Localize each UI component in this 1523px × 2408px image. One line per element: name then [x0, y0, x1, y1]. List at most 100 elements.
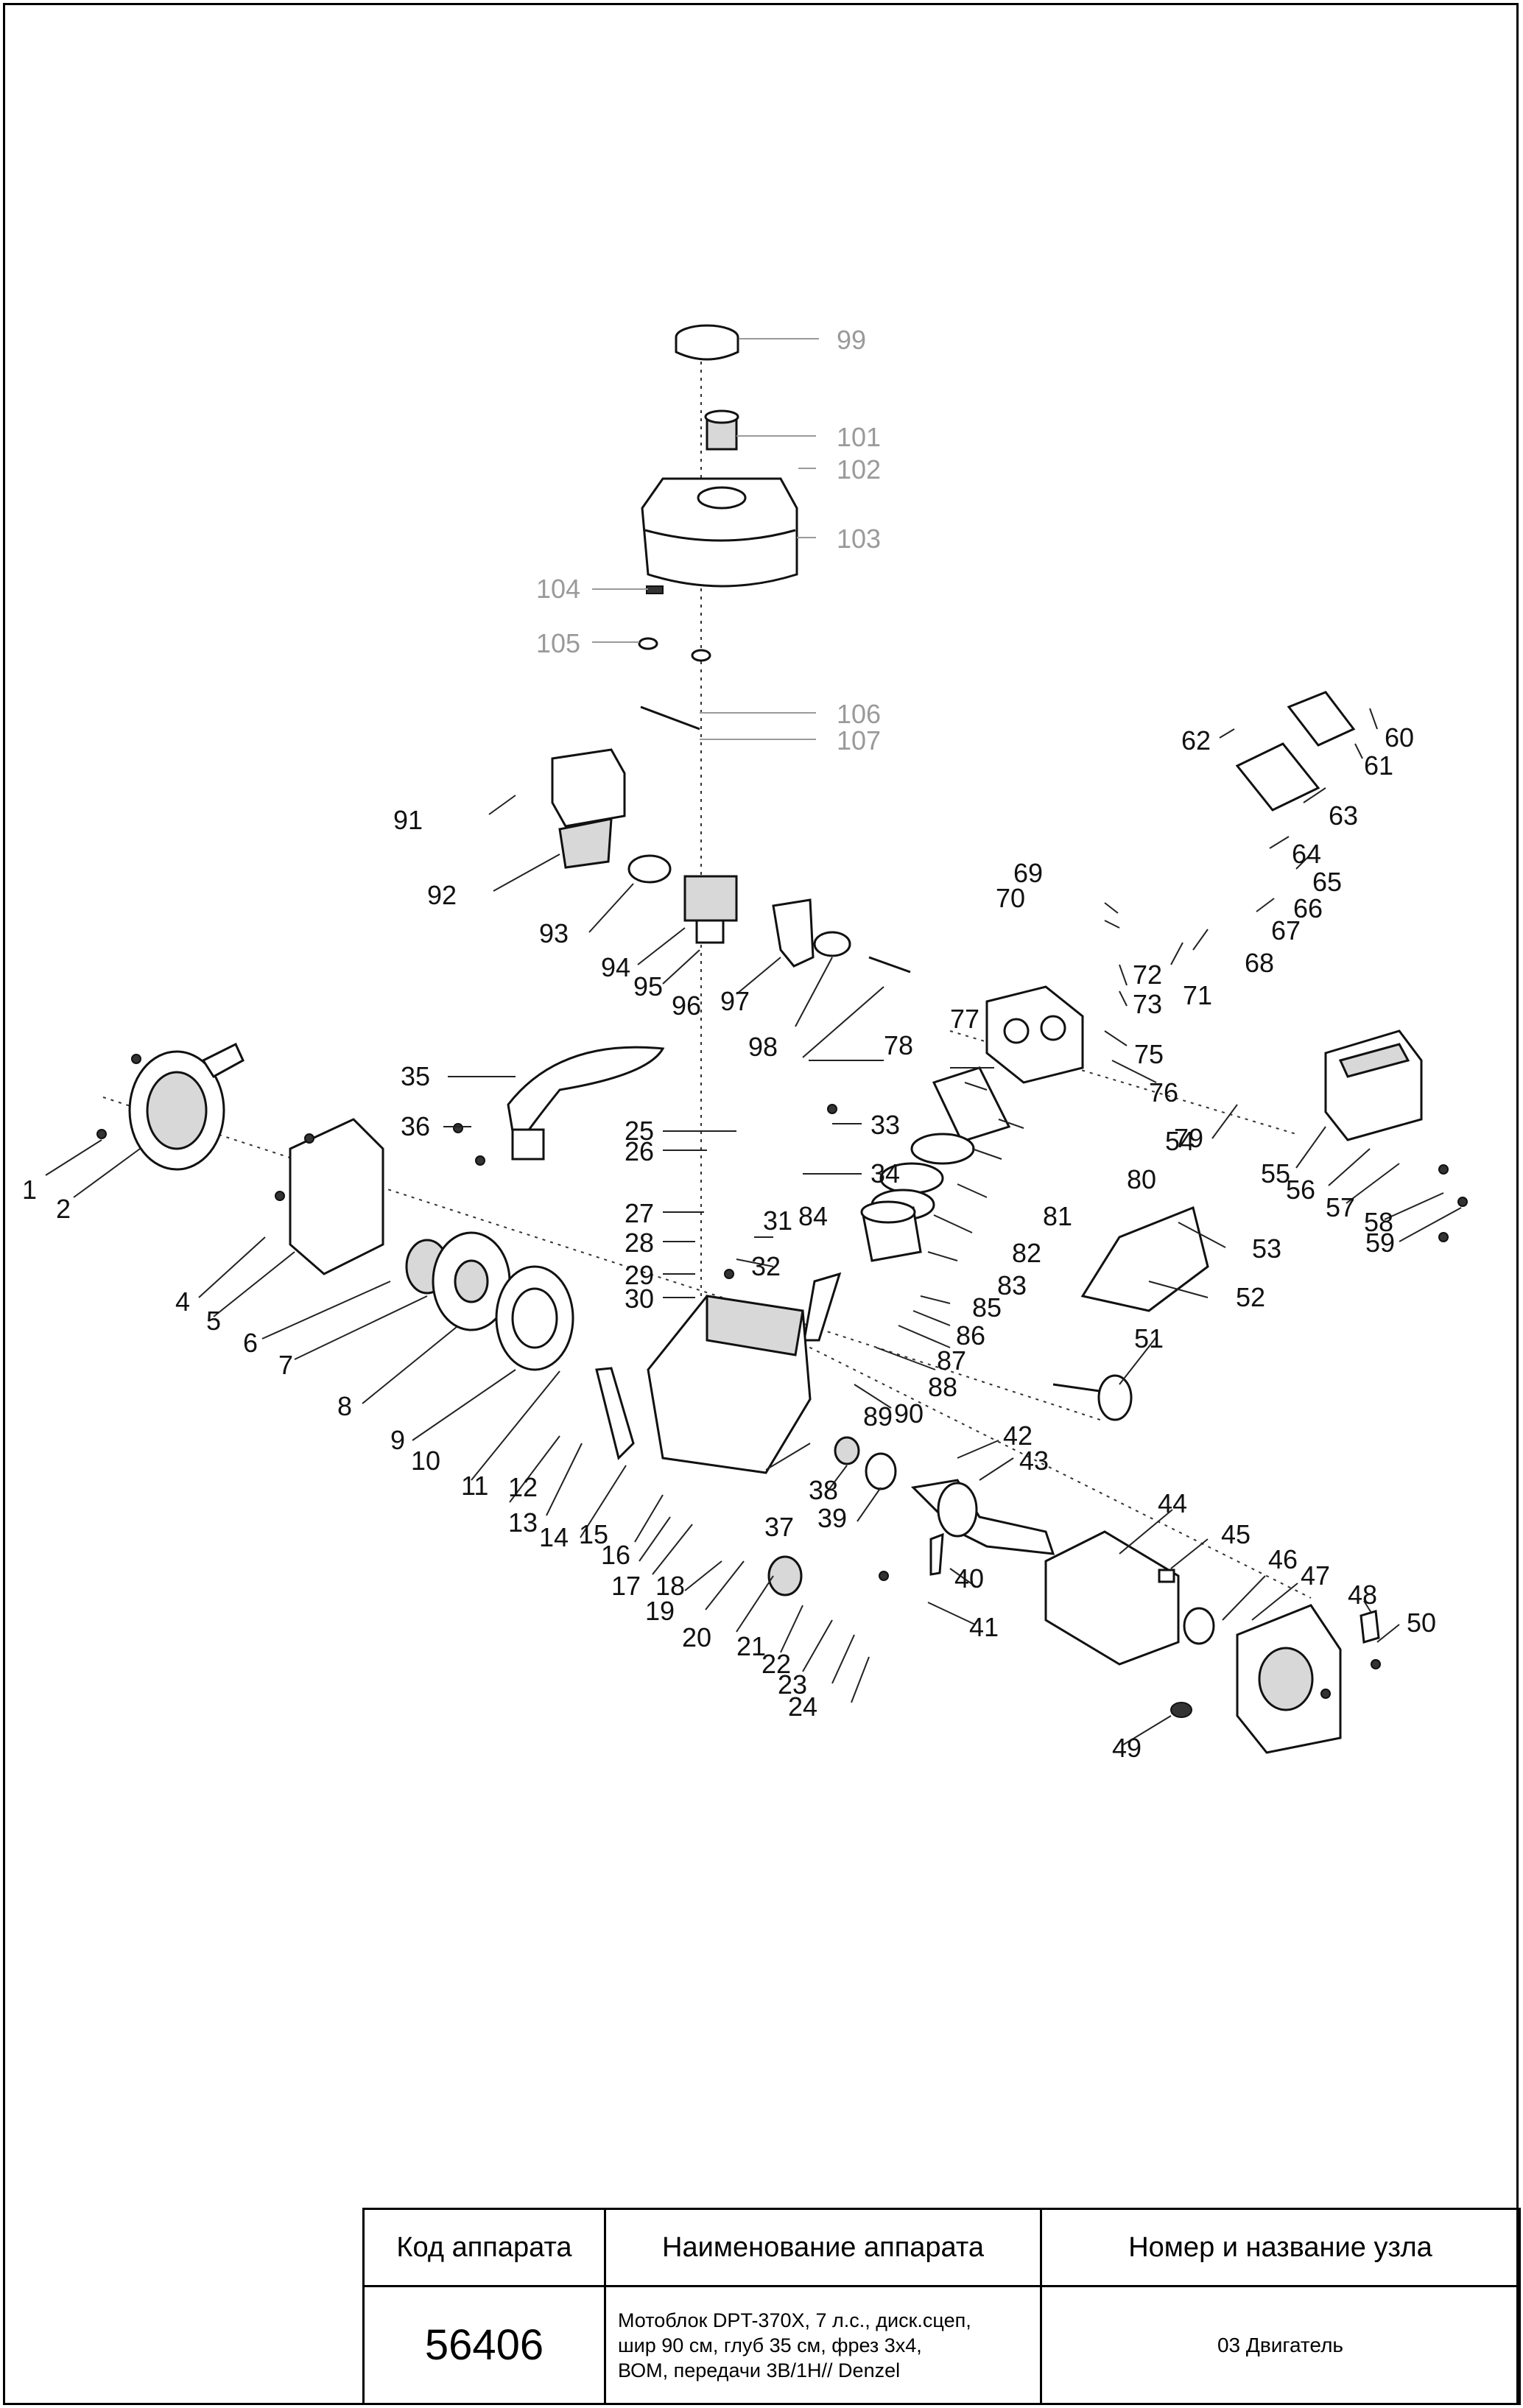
- callout: 88: [928, 1372, 957, 1402]
- callout: 85: [972, 1292, 1002, 1323]
- header-unit-label: Номер и название узла: [1040, 2208, 1521, 2287]
- callout: 101: [837, 422, 881, 452]
- connecting-rod-part: [803, 1272, 842, 1342]
- callout: 79: [1174, 1123, 1203, 1153]
- callout: 46: [1268, 1544, 1298, 1574]
- callout: 42: [1003, 1420, 1033, 1451]
- callout: 37: [764, 1512, 794, 1542]
- callout: 73: [1133, 989, 1162, 1019]
- callout: 24: [788, 1691, 817, 1722]
- callout: 8: [337, 1391, 352, 1421]
- callout: 43: [1019, 1446, 1049, 1476]
- apparatus-description: Мотоблок DPT-370X, 7 л.с., диск.сцеп, ши…: [604, 2285, 1042, 2405]
- callout: 60: [1385, 722, 1414, 753]
- callout: 31: [763, 1205, 792, 1236]
- callout: 12: [508, 1472, 538, 1502]
- callout: 44: [1158, 1488, 1187, 1518]
- oil-dipstick-part: [1360, 1610, 1380, 1644]
- callout: 106: [837, 699, 881, 729]
- fan-cover-part: [289, 1118, 384, 1275]
- callout: 92: [427, 880, 457, 910]
- leader-lines: [45, 338, 1462, 1746]
- callout: 90: [894, 1398, 924, 1429]
- callout: 95: [633, 971, 663, 1001]
- callout: 78: [884, 1030, 913, 1060]
- hardware-fasteners: [96, 1054, 1468, 1699]
- callout: 16: [601, 1540, 630, 1570]
- callout: 76: [1149, 1077, 1178, 1108]
- tank-rod-part: [640, 705, 700, 731]
- callout: 81: [1043, 1201, 1072, 1231]
- callout: 70: [996, 883, 1025, 913]
- callout: 32: [751, 1251, 781, 1281]
- callout: 35: [401, 1061, 430, 1091]
- callout: 53: [1252, 1233, 1281, 1264]
- callout: 55: [1261, 1158, 1290, 1189]
- callout: 19: [645, 1596, 675, 1626]
- callout: 10: [411, 1446, 440, 1476]
- callout: 68: [1245, 948, 1274, 978]
- callout: 94: [601, 952, 630, 982]
- header-name-label: Наименование аппарата: [604, 2208, 1042, 2287]
- callout: 87: [937, 1345, 966, 1376]
- callout: 75: [1134, 1039, 1164, 1069]
- callout: 47: [1301, 1560, 1330, 1591]
- callout: 61: [1364, 750, 1393, 781]
- fuel-cap-part: [675, 324, 739, 361]
- callout: 41: [969, 1612, 999, 1642]
- callout: 34: [870, 1158, 900, 1189]
- callout: 50: [1407, 1608, 1436, 1638]
- callout: 29: [625, 1260, 654, 1290]
- fuel-strainer-part: [704, 409, 739, 451]
- header-code-label: Код аппарата: [362, 2208, 606, 2287]
- bearing-39-part: [865, 1452, 897, 1490]
- callout: 1: [22, 1175, 37, 1205]
- valve-lifter-part: [929, 1532, 944, 1576]
- callout: 30: [625, 1284, 654, 1314]
- callout: 86: [956, 1320, 985, 1351]
- callout: 7: [278, 1350, 293, 1380]
- callout: 48: [1348, 1580, 1377, 1610]
- callout: 54: [1165, 1126, 1195, 1156]
- callout: 15: [579, 1519, 608, 1549]
- callout: 71: [1183, 980, 1212, 1010]
- callout: 63: [1329, 800, 1358, 831]
- callout: 77: [950, 1004, 979, 1034]
- callout: 72: [1133, 960, 1162, 990]
- callout: 13: [508, 1507, 538, 1538]
- callout: 6: [243, 1328, 258, 1358]
- callout: 65: [1312, 867, 1342, 897]
- flywheel-magnet-part: [495, 1265, 574, 1371]
- title-block: Код аппарата Наименование аппарата Номер…: [362, 2208, 1521, 2405]
- camshaft-part: [1052, 1374, 1133, 1421]
- callout: 59: [1365, 1228, 1395, 1258]
- callout: 83: [997, 1270, 1027, 1300]
- callout: 66: [1293, 893, 1323, 923]
- callout: 57: [1326, 1192, 1355, 1222]
- callout: 14: [539, 1522, 569, 1552]
- fuel-tank-part: [641, 477, 798, 588]
- cylinder-head-part: [985, 985, 1084, 1084]
- cover-gasket-part: [1044, 1530, 1180, 1666]
- callout: 93: [539, 918, 569, 948]
- callout: 98: [748, 1032, 778, 1062]
- crankcase-cover-part: [1236, 1604, 1342, 1754]
- callout: 9: [390, 1425, 405, 1455]
- callout: 26: [625, 1136, 654, 1166]
- gasket-97-part: [813, 931, 851, 957]
- callout: 18: [655, 1571, 685, 1601]
- rocker-cover-part: [1235, 691, 1356, 812]
- callout: 25: [625, 1116, 654, 1146]
- callout: 107: [837, 725, 881, 756]
- drain-plug-part: [1170, 1702, 1192, 1718]
- callout: 102: [837, 454, 881, 485]
- callout: 5: [206, 1306, 221, 1336]
- callout: 82: [1012, 1238, 1041, 1268]
- callout: 96: [672, 990, 701, 1021]
- description-line: шир 90 см, глуб 35 см, фрез 3х4,: [618, 2334, 922, 2356]
- callout: 36: [401, 1111, 430, 1141]
- callout: 97: [720, 986, 750, 1016]
- carburetor-part: [683, 875, 738, 944]
- head-gasket-part: [932, 1066, 1011, 1143]
- governor-gear-part: [767, 1555, 803, 1596]
